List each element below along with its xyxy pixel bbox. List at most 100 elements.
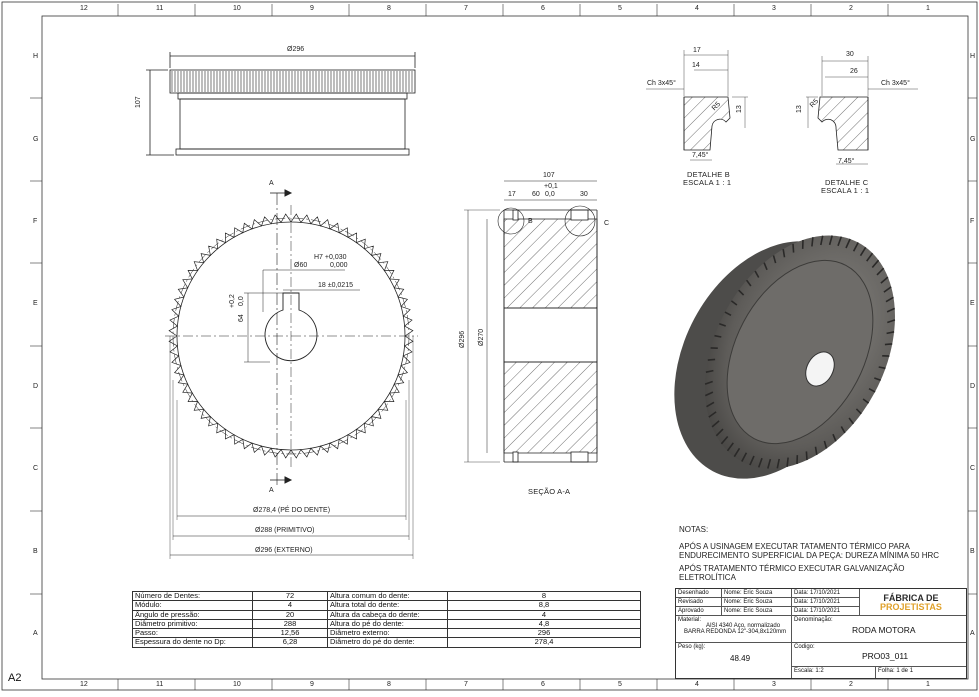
zone-row-b-left: B [33,548,38,555]
zone-col-8-bottom: 8 [387,681,391,688]
gear-table-cell-value2: 278,4 [448,638,641,647]
zone-row-b-right: B [970,548,975,555]
zone-row-e-right: E [970,300,975,307]
zone-row-d-right: D [970,383,975,390]
keyway-width: 18 ±0,0215 [318,282,353,289]
zone-col-1-bottom: 1 [926,681,930,688]
front-view [165,190,418,559]
render-tooth [787,458,788,467]
tb-material-cell: Material: AISI 4340 Aço, normalizado BAR… [676,616,792,643]
zone-row-e-left: E [33,300,38,307]
zone-col-6-top: 6 [541,5,545,12]
zone-row-c-left: C [33,465,38,472]
tb-codigo-value: PRO03_011 [794,651,964,661]
gear-table-cell-value2: 4 [448,610,641,619]
keyway-tolerance-upper: +0,2 [229,294,236,308]
tb-desenhado-nome: Nome: Eric Souza [722,589,792,598]
zone-col-11-top: 11 [156,5,163,12]
detail-b-chamfer: Ch 3x45° [647,80,676,87]
zone-row-f-left: F [33,218,37,225]
gear-table-cell-label1: Módulo: [133,601,253,610]
detail-b-dim-17: 17 [693,47,701,54]
section-mark-top: A [269,180,274,187]
bore-tolerance-upper: H7 +0,030 [314,254,347,261]
tb-revisado-data: Data: 17/10/2021 [792,598,860,607]
sheet-size-label: A2 [8,672,21,684]
top-view-diameter: Ø296 [287,46,304,53]
gear-table-cell-label1: Ângulo de pressão: [133,610,253,619]
gear-table-cell-label1: Espessura do dente no Dp: [133,638,253,647]
section-outer-diameter: Ø296 [459,331,466,348]
tb-revisado-nome: Nome: Eric Souza [722,598,792,607]
zone-row-g-left: G [33,136,38,143]
logo-line-2: PROJETISTAS [880,603,942,612]
tb-desenhado-label: Desenhado [676,589,722,598]
zone-col-9-bottom: 9 [310,681,314,688]
gear-table-cell-label2: Altura da cabeça do dente: [328,610,448,619]
zone-row-a-left: A [33,630,38,637]
render-tooth [708,359,715,360]
render-tooth [793,244,794,253]
top-view-height: 107 [135,96,142,108]
zone-row-f-right: F [970,218,974,225]
render-tooth [806,451,807,460]
notes-block: NOTAS: APÓS A USINAGEM EXECUTAR TATAMENT… [679,525,939,582]
zone-col-4-top: 4 [695,5,699,12]
zone-col-10-top: 10 [233,5,241,12]
notes-heading: NOTAS: [679,525,939,534]
detail-b-scale: ESCALA 1 : 1 [683,178,731,187]
detail-b-dim-14: 14 [692,62,700,69]
zone-col-2-bottom: 2 [849,681,853,688]
gear-table-cell-label2: Diâmetro do pé do dente: [328,638,448,647]
outer-diameter: Ø296 (EXTERNO) [255,547,313,554]
zone-col-9-top: 9 [310,5,314,12]
zone-row-h-left: H [33,53,38,60]
zone-col-5-top: 5 [618,5,622,12]
tb-aprovado-label: Aprovado [676,607,722,616]
detail-c-chamfer: Ch 3x45° [881,80,910,87]
bore-tolerance-lower: 0,000 [330,262,348,269]
tb-peso-label: Peso (kg): [678,644,789,650]
zone-col-4-bottom: 4 [695,681,699,688]
zone-col-12-top: 12 [80,5,88,12]
zone-col-7-bottom: 7 [464,681,468,688]
zone-col-12-bottom: 12 [80,681,88,688]
keyway-depth: 64 [238,314,245,322]
tb-denominacao-cell: Denominação: RODA MOTORA [792,616,966,643]
top-view-teeth [172,71,412,92]
tb-peso-value: 48.49 [678,654,789,663]
zone-row-c-right: C [970,465,975,472]
render-tooth [812,237,813,246]
detail-b-dim-13: 13 [736,105,743,113]
detail-c-dim-13: 13 [796,105,803,113]
render-tooth [885,344,892,345]
zone-col-7-top: 7 [464,5,468,12]
zone-col-3-bottom: 3 [772,681,776,688]
zone-col-1-top: 1 [926,5,930,12]
zone-row-g-right: G [970,136,975,143]
root-diameter: Ø278,4 (PÉ DO DENTE) [253,507,330,514]
note-1-line-2: ENDURECIMENTO SUPERFICIAL DA PEÇA: DUREZ… [679,551,939,560]
section-left-step: 17 [508,191,516,198]
top-view [146,52,415,155]
keyway-tolerance-lower: 0,0 [238,296,245,306]
section-mark-bottom: A [269,487,274,494]
tb-revisado-label: Revisado [676,598,722,607]
zone-col-6-bottom: 6 [541,681,545,688]
section-bore-tol-upper: +0,1 [544,183,558,190]
detail-b-marker: B [528,218,533,225]
tb-material-line-2: BARRA REDONDA 12"-304,8x120mm [678,629,789,635]
gear-table-cell-value1: 6,28 [253,638,328,647]
zone-col-11-bottom: 11 [156,681,163,688]
note-2-line-1: APÓS TRATAMENTO TÉRMICO EXECUTAR GALVANI… [679,564,939,573]
zone-row-a-right: A [970,630,975,637]
detail-b-angle: 7,45° [692,152,708,159]
tb-logo-cell: FÁBRICA DE PROJETISTAS [860,589,966,616]
title-block: Desenhado Nome: Eric Souza Data: 17/10/2… [675,588,967,679]
tb-desenhado-data: Data: 17/10/2021 [792,589,860,598]
zone-col-2-top: 2 [849,5,853,12]
pitch-diameter: Ø288 (PRIMITIVO) [255,527,315,534]
